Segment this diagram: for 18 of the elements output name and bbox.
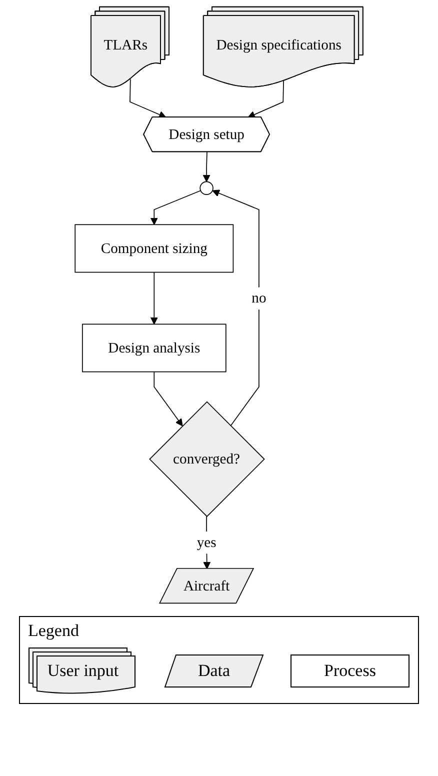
node-box: Design analysis: [82, 324, 226, 372]
node-diamond: converged?: [149, 401, 265, 518]
arrow: [248, 80, 284, 118]
arrow: [154, 371, 183, 426]
legend-label: User input: [47, 661, 119, 681]
arrow: [203, 516, 211, 570]
arrow: [130, 78, 166, 118]
node-circle: [200, 181, 214, 196]
arrow: [150, 272, 158, 325]
legend-label: Process: [324, 661, 376, 681]
edge-label: yes: [196, 534, 216, 550]
edge-label: no: [252, 290, 266, 306]
arrow: [212, 190, 260, 426]
arrow: [202, 152, 210, 182]
node-box: Component sizing: [74, 224, 234, 273]
legend-title: Legend: [28, 621, 79, 641]
arrow: [150, 190, 202, 225]
legend-label: Data: [198, 661, 230, 681]
